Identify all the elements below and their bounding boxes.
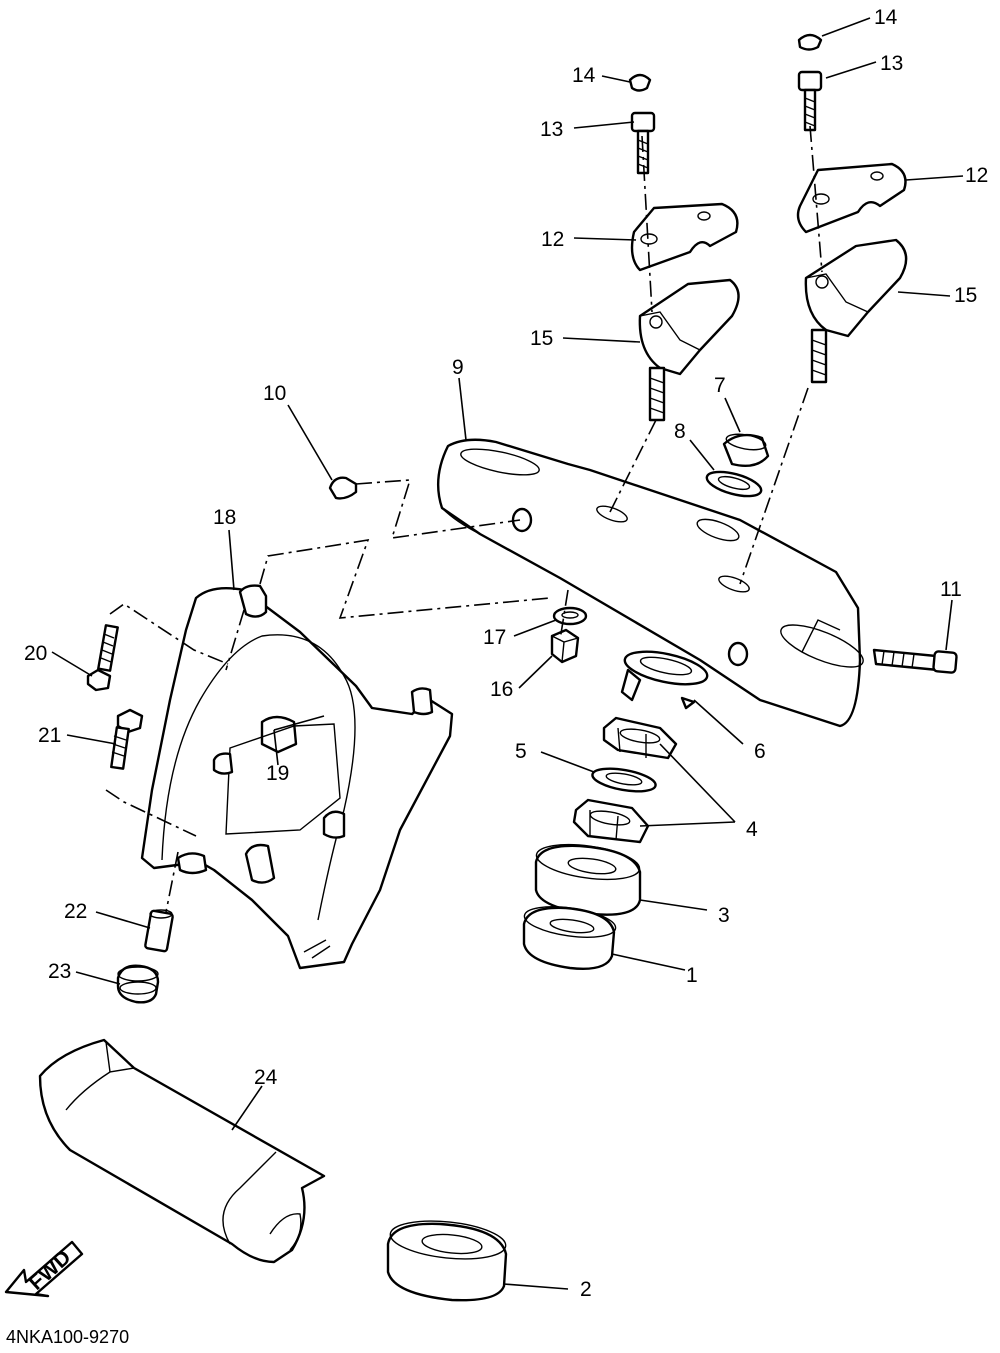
part-11-bolt	[872, 648, 958, 674]
part-9-upper-bracket	[437, 438, 864, 728]
callout-15-right: 15	[954, 284, 977, 307]
part-6-lock-washer	[620, 650, 709, 710]
part-12-holder-right	[796, 162, 907, 234]
callout-16: 16	[490, 678, 513, 701]
part-10-cap	[328, 476, 358, 500]
part-1-bearing	[522, 906, 617, 970]
callout-20: 20	[24, 642, 47, 665]
callout-11: 11	[940, 578, 962, 601]
callout-8: 8	[674, 420, 686, 443]
callout-10: 10	[263, 382, 286, 405]
callout-23: 23	[48, 960, 71, 983]
callout-17: 17	[483, 626, 506, 649]
callout-21: 21	[38, 724, 61, 747]
diagram-code: 4NKA100-9270	[6, 1327, 129, 1347]
leader-lines	[51, 17, 964, 1290]
part-20-bolt	[86, 624, 119, 692]
callout-13-left: 13	[540, 118, 563, 141]
part-15-holder-left	[638, 278, 740, 422]
callout-6: 6	[754, 740, 766, 763]
callout-22: 22	[64, 900, 87, 923]
callout-18: 18	[213, 506, 236, 529]
part-4-ring-nut-upper	[602, 716, 678, 760]
part-12-holder-left	[630, 202, 739, 272]
part-4-ring-nut-lower	[572, 798, 650, 844]
part-13-bolt-right	[797, 70, 823, 132]
callout-labels: 14 14 13 13 12 12 15 15 10 9 7 8 11 18 2…	[24, 6, 988, 1301]
part-22-collar	[144, 909, 174, 953]
part-23-grommet	[116, 964, 160, 1004]
part-16-nut	[550, 628, 580, 664]
callout-14-right: 14	[874, 6, 898, 29]
part-7-nut	[722, 433, 770, 467]
assembly-lines	[105, 125, 823, 913]
part-24-cover	[38, 1038, 326, 1264]
callout-1: 1	[686, 964, 698, 987]
part-3-bearing	[534, 843, 642, 916]
part-5-washer	[591, 767, 657, 793]
part-14-cap-right	[797, 33, 823, 51]
callout-15-left: 15	[530, 327, 553, 350]
callout-12-right: 12	[965, 164, 988, 187]
part-21-bolt	[110, 708, 144, 770]
part-17-washer	[552, 606, 588, 626]
callout-2: 2	[580, 1278, 592, 1301]
callout-13-right: 13	[880, 52, 903, 75]
part-15-holder-right	[804, 238, 908, 384]
part-14-cap-left	[628, 73, 652, 92]
callout-14-left: 14	[572, 64, 596, 87]
callout-9: 9	[452, 356, 464, 379]
callout-4: 4	[746, 818, 758, 841]
callout-24: 24	[254, 1066, 278, 1089]
callout-7: 7	[714, 374, 726, 397]
callout-5: 5	[515, 740, 527, 763]
callout-19: 19	[266, 762, 289, 785]
part-18-stay	[140, 584, 454, 970]
part-8-washer	[705, 470, 763, 498]
fwd-arrow-icon: FWD	[4, 1240, 84, 1298]
part-2-bearing	[386, 1220, 508, 1302]
callout-3: 3	[718, 904, 730, 927]
callout-12-left: 12	[541, 228, 564, 251]
